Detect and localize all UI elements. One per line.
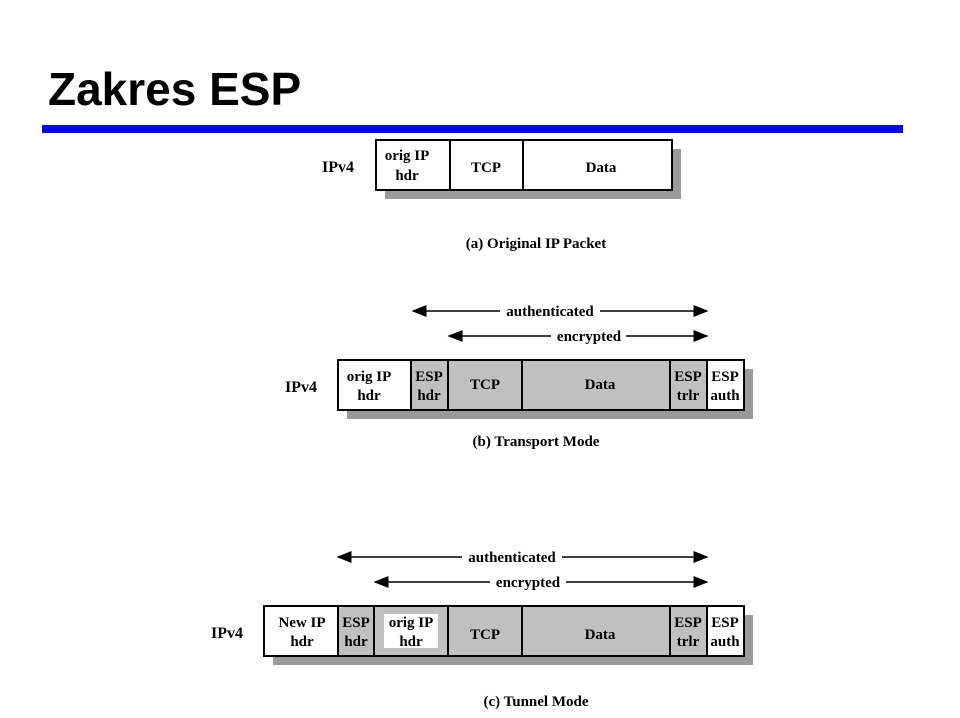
field-esp-auth: ESP <box>711 615 739 631</box>
caption-transport: (b) Transport Mode <box>473 434 600 450</box>
field-esp-auth-2: auth <box>710 634 740 650</box>
field-new-ip-hdr: hdr <box>290 634 314 650</box>
field-esp-hdr-2: hdr <box>344 634 368 650</box>
title-underline <box>42 125 903 133</box>
field-esp-hdr: ESP <box>415 369 443 385</box>
side-label-ipv4: IPv4 <box>285 379 317 396</box>
label-encrypted: encrypted <box>557 329 622 345</box>
field-data: Data <box>586 160 617 176</box>
field-tcp: TCP <box>471 160 501 176</box>
side-label-ipv4: IPv4 <box>322 159 354 176</box>
diagram-tunnel-mode: authenticated encrypted IPv4 New IP hdr … <box>211 550 753 710</box>
label-authenticated: authenticated <box>506 304 594 320</box>
diagram-transport-mode: authenticated encrypted IPv4 orig IP hdr… <box>285 304 753 450</box>
field-tcp: TCP <box>470 627 500 643</box>
field-orig-ip: orig IP <box>385 148 430 164</box>
field-esp-trlr: ESP <box>674 369 702 385</box>
side-label-ipv4: IPv4 <box>211 625 243 642</box>
field-orig-ip-hdr: hdr <box>395 168 419 184</box>
field-data: Data <box>585 377 616 393</box>
field-esp-trlr: ESP <box>674 615 702 631</box>
label-encrypted: encrypted <box>496 575 561 591</box>
field-orig-ip: orig IP <box>347 369 392 385</box>
field-esp-hdr: ESP <box>342 615 370 631</box>
field-orig-ip-hdr: hdr <box>399 634 423 650</box>
field-new-ip: New IP <box>278 615 325 631</box>
field-esp-hdr-2: hdr <box>417 388 441 404</box>
field-esp-auth: ESP <box>711 369 739 385</box>
page-title: Zakres ESP <box>48 63 302 115</box>
field-tcp: TCP <box>470 377 500 393</box>
caption-original: (a) Original IP Packet <box>466 236 606 252</box>
field-orig-ip: orig IP <box>389 615 434 631</box>
field-esp-auth-2: auth <box>710 388 740 404</box>
diagram-original-packet: IPv4 orig IP hdr TCP Data (a) Original I… <box>322 139 681 252</box>
caption-tunnel: (c) Tunnel Mode <box>483 694 588 710</box>
field-esp-trlr-2: trlr <box>677 634 700 650</box>
field-esp-trlr-2: trlr <box>677 388 700 404</box>
field-data: Data <box>585 627 616 643</box>
field-orig-ip-hdr: hdr <box>357 388 381 404</box>
label-authenticated: authenticated <box>468 550 556 566</box>
